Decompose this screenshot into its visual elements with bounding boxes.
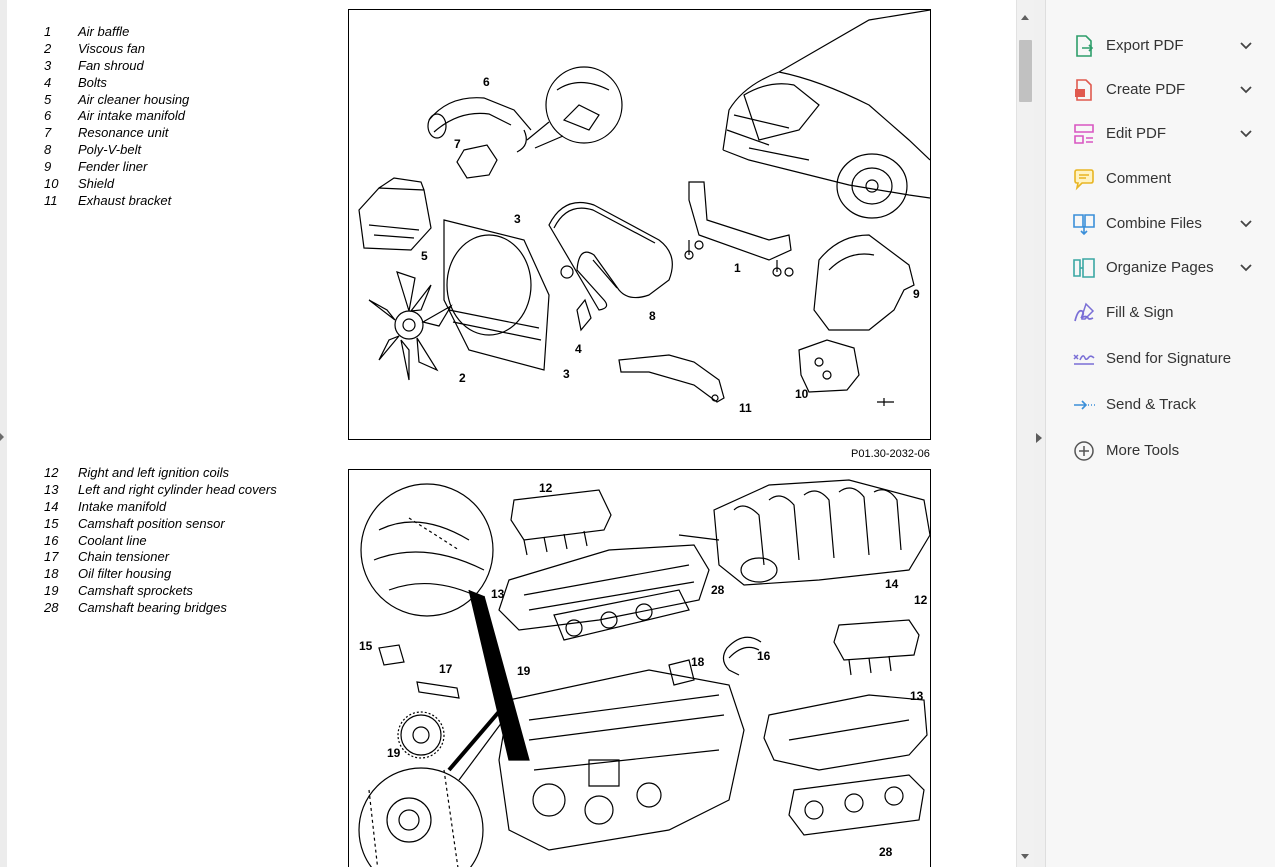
scroll-thumb[interactable] xyxy=(1019,40,1032,102)
vertical-scrollbar[interactable] xyxy=(1016,0,1034,867)
more-tools-icon xyxy=(1072,439,1096,463)
comment-icon xyxy=(1072,167,1096,191)
callout-6: 6 xyxy=(483,75,490,89)
callout-4: 4 xyxy=(575,342,582,356)
callout-1: 1 xyxy=(734,261,741,275)
tool-combine-files[interactable]: Combine Files xyxy=(1046,204,1275,244)
combine-files-icon xyxy=(1072,212,1096,236)
exploded-diagram-engine-top: 12 12 13 13 14 15 16 17 18 19 19 28 28 xyxy=(348,469,931,867)
left-panel-toggle-icon[interactable] xyxy=(0,433,4,441)
callout-8: 8 xyxy=(649,309,656,323)
tool-more-tools[interactable]: More Tools xyxy=(1046,431,1275,471)
tool-send-for-signature[interactable]: Send for Signature xyxy=(1046,339,1275,379)
callout-3: 3 xyxy=(563,367,570,381)
callout-28: 28 xyxy=(879,845,893,859)
tool-label: More Tools xyxy=(1106,442,1180,459)
callout-15: 15 xyxy=(359,639,373,653)
collapse-panel-icon[interactable] xyxy=(1036,433,1042,443)
callout-28: 28 xyxy=(711,583,725,597)
tool-send-track[interactable]: Send & Track xyxy=(1046,385,1275,425)
create-pdf-icon xyxy=(1075,78,1096,102)
callout-12: 12 xyxy=(539,481,553,495)
callout-19: 19 xyxy=(387,746,401,760)
organize-pages-icon xyxy=(1072,256,1096,280)
callout-2: 2 xyxy=(459,371,466,385)
scroll-up-icon[interactable] xyxy=(1021,15,1029,20)
tool-organize-pages[interactable]: Organize Pages xyxy=(1046,248,1275,288)
exploded-diagram-front-components: 1 2 3 3 4 5 6 7 8 9 10 11 xyxy=(348,9,931,440)
edit-pdf-icon xyxy=(1072,122,1096,146)
send-track-icon xyxy=(1072,393,1096,417)
chevron-down-icon[interactable] xyxy=(1239,217,1253,231)
tool-label: Comment xyxy=(1106,170,1172,187)
fill-sign-icon xyxy=(1072,301,1096,325)
tool-label: Combine Files xyxy=(1106,215,1202,232)
callout-12: 12 xyxy=(914,593,928,607)
chevron-down-icon[interactable] xyxy=(1239,83,1253,97)
callout-7: 7 xyxy=(454,137,461,151)
tool-fill-sign[interactable]: Fill & Sign xyxy=(1046,293,1275,333)
callout-13: 13 xyxy=(910,689,924,703)
front-components-drawing: 1 2 3 3 4 5 6 7 8 9 10 11 xyxy=(349,10,930,415)
figure-code: P01.30-2032-06 xyxy=(851,448,930,460)
send-for-signature-icon xyxy=(1072,347,1096,371)
tool-label: Create PDF xyxy=(1106,81,1186,98)
scroll-down-icon[interactable] xyxy=(1021,854,1029,859)
tool-label: Send & Track xyxy=(1106,396,1197,413)
tools-panel: Export PDF Create PDF Edit PDF Comment xyxy=(1045,0,1275,867)
tool-label: Export PDF xyxy=(1106,37,1184,54)
chevron-down-icon[interactable] xyxy=(1239,39,1253,53)
callout-3: 3 xyxy=(514,212,521,226)
callout-5: 5 xyxy=(421,249,428,263)
callout-11: 11 xyxy=(739,401,752,415)
tool-edit-pdf[interactable]: Edit PDF xyxy=(1046,114,1275,154)
tool-export-pdf[interactable]: Export PDF xyxy=(1046,26,1275,66)
callout-10: 10 xyxy=(795,387,809,401)
tool-label: Edit PDF xyxy=(1106,125,1167,142)
tool-label: Organize Pages xyxy=(1106,259,1214,276)
chevron-down-icon[interactable] xyxy=(1239,261,1253,275)
callout-14: 14 xyxy=(885,577,899,591)
tool-label: Fill & Sign xyxy=(1106,304,1174,321)
callout-9: 9 xyxy=(913,287,920,301)
callout-17: 17 xyxy=(439,662,453,676)
tool-comment[interactable]: Comment xyxy=(1046,159,1275,199)
engine-top-drawing: 12 12 13 13 14 15 16 17 18 19 19 28 28 xyxy=(349,470,930,867)
callout-18: 18 xyxy=(691,655,705,669)
callout-16: 16 xyxy=(757,649,771,663)
panel-splitter[interactable] xyxy=(1034,0,1044,867)
callout-19: 19 xyxy=(517,664,531,678)
tool-label: Send for Signature xyxy=(1106,350,1232,367)
export-pdf-icon xyxy=(1072,34,1096,58)
tool-create-pdf[interactable]: Create PDF xyxy=(1046,70,1275,110)
callout-13: 13 xyxy=(491,587,505,601)
chevron-down-icon[interactable] xyxy=(1239,127,1253,141)
